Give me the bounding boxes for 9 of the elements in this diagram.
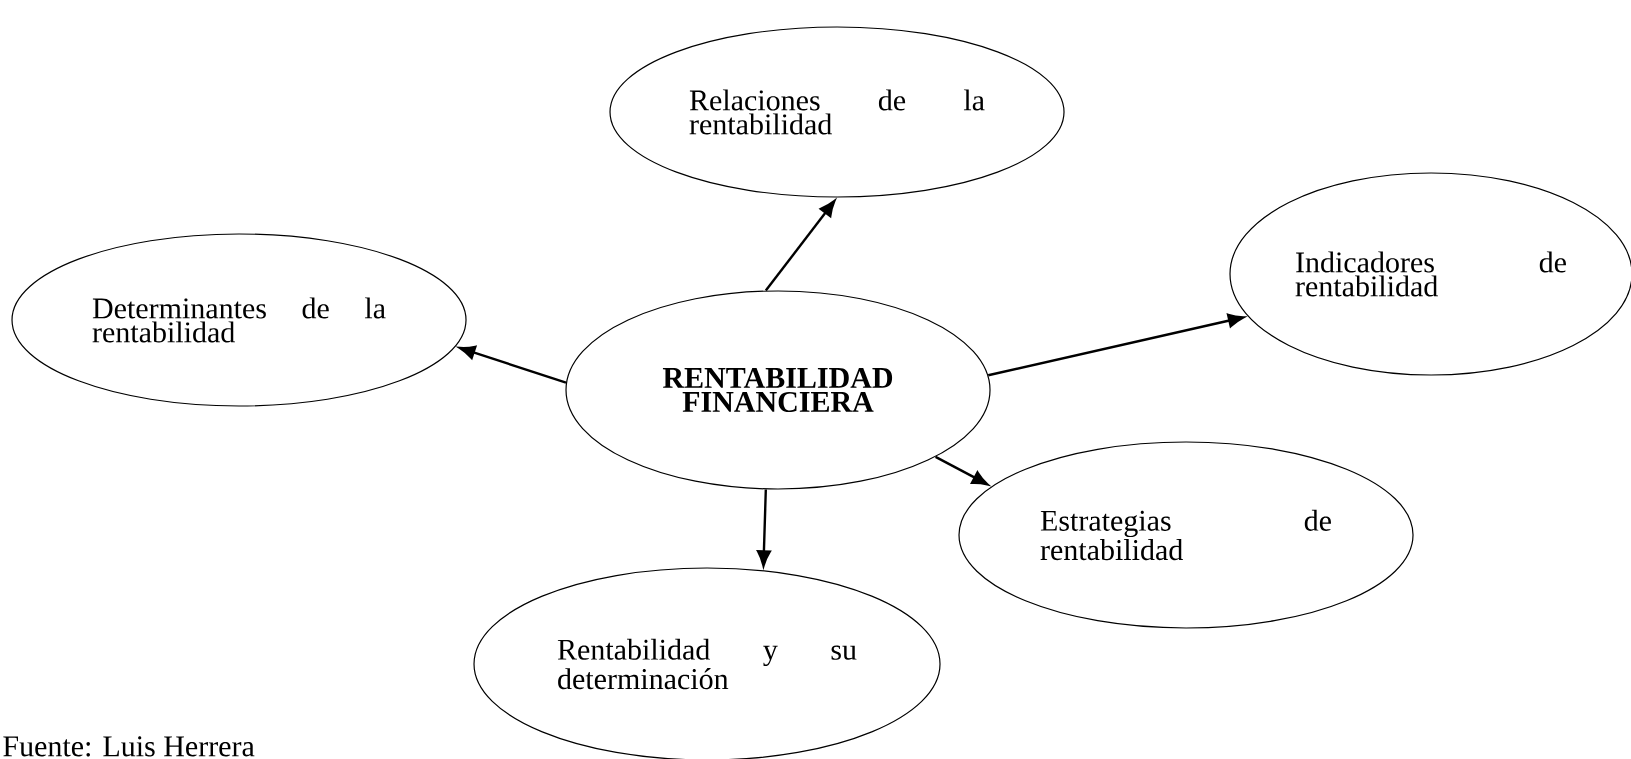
ellipse-node: Relaciones de la rentabilidad [609,26,1065,198]
ellipse-node: Determinantes de la rentabilidad [11,233,467,407]
caption: Fuente: Luis Herrera [3,736,255,757]
ellipse-node: RENTABILIDAD FINANCIERA [565,290,991,490]
ellipse-node: Estrategias de rentabilidad [958,441,1414,629]
arrow [458,345,567,384]
arrow [764,200,836,292]
arrow [935,455,989,486]
arrow [988,313,1245,377]
